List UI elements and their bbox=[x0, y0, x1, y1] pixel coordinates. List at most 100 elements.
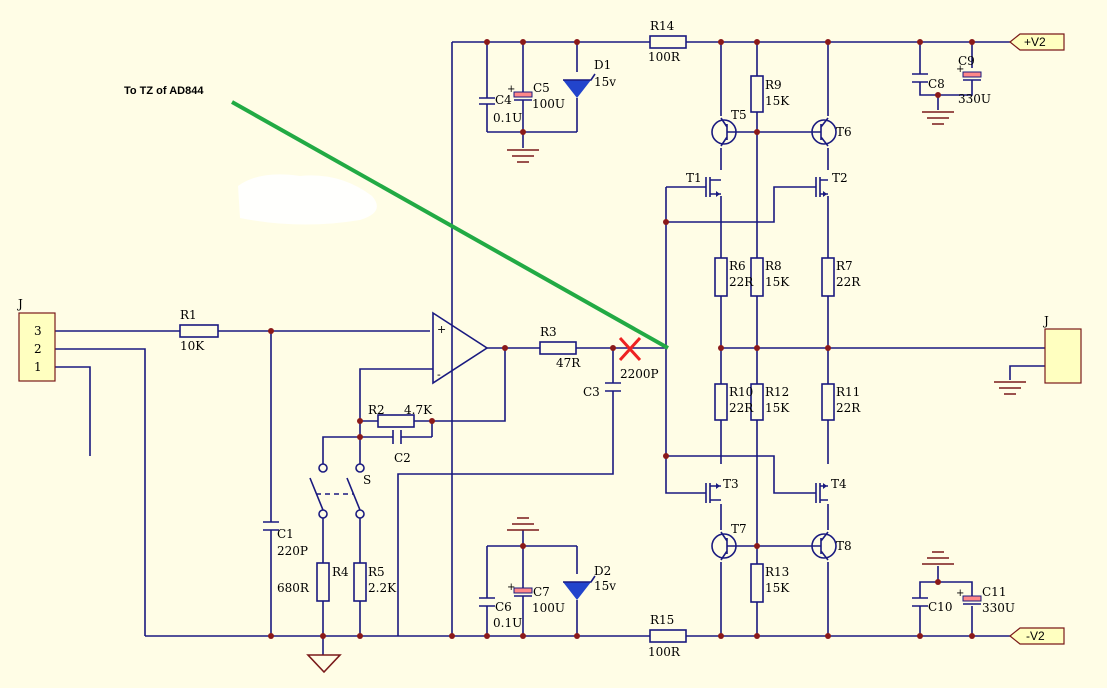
c8-label: C8 bbox=[928, 77, 945, 91]
ground-symbols bbox=[306, 111, 1026, 674]
fet-t3 bbox=[700, 483, 721, 503]
resistor-r6 bbox=[714, 257, 728, 297]
capacitor-c6 bbox=[479, 597, 495, 607]
svg-text:+: + bbox=[956, 588, 964, 599]
c6-value: 0.1U bbox=[493, 616, 522, 630]
r6-label: R6 bbox=[729, 259, 746, 273]
c1-label: C1 bbox=[277, 527, 294, 541]
r15-value: 100R bbox=[648, 645, 681, 659]
capacitor-c3 bbox=[605, 382, 621, 392]
pin2-label: 2 bbox=[34, 342, 42, 356]
resistor-r2 bbox=[377, 414, 415, 428]
resistor-r15 bbox=[649, 629, 687, 643]
d1-value: 15v bbox=[594, 75, 616, 89]
c11-value: 330U bbox=[982, 601, 1015, 615]
t2-label: T2 bbox=[832, 171, 848, 185]
cross-mark bbox=[618, 336, 642, 362]
c9-value: 330U bbox=[958, 92, 991, 106]
r13-value: 15K bbox=[765, 581, 790, 595]
r3-label: R3 bbox=[540, 325, 557, 339]
vpos-port bbox=[1009, 33, 1065, 51]
r9-value: 15K bbox=[765, 94, 790, 108]
resistor-r13 bbox=[750, 563, 764, 603]
vneg-port bbox=[1009, 627, 1065, 645]
t3-label: T3 bbox=[723, 477, 739, 491]
wires bbox=[55, 41, 1045, 655]
c10-label: C10 bbox=[928, 600, 952, 614]
c5-value: 100U bbox=[532, 97, 565, 111]
resistor-r7 bbox=[821, 257, 835, 297]
capacitor-c4 bbox=[479, 97, 495, 105]
c11-label: C11 bbox=[982, 585, 1006, 599]
labels: To TZ of AD844 J 3 2 1 J R1 10K R2 4.7K … bbox=[16, 19, 1049, 659]
c4-label: C4 bbox=[495, 93, 512, 107]
r12-value: 15K bbox=[765, 401, 790, 415]
fet-t4 bbox=[810, 483, 828, 503]
t7-label: T7 bbox=[731, 522, 747, 536]
bjt-t7 bbox=[711, 531, 737, 561]
resistor-r8 bbox=[750, 257, 764, 297]
t5-label: T5 bbox=[731, 108, 747, 122]
capacitor-c7: + bbox=[507, 582, 533, 597]
c3-value: 2200P bbox=[620, 367, 659, 381]
d2-value: 15v bbox=[594, 579, 616, 593]
d2-label: D2 bbox=[594, 564, 611, 578]
resistors bbox=[179, 35, 835, 643]
note-text: To TZ of AD844 bbox=[124, 85, 204, 97]
r7-label: R7 bbox=[836, 259, 853, 273]
resistor-r1 bbox=[179, 324, 219, 338]
conn-in-label: J bbox=[16, 297, 23, 311]
c7-label: C7 bbox=[533, 585, 550, 599]
opamp-minus: - bbox=[437, 368, 441, 381]
c5-label: C5 bbox=[533, 81, 550, 95]
smudge bbox=[238, 174, 377, 225]
capacitor-c10 bbox=[912, 597, 928, 607]
capacitors: + + + + bbox=[263, 64, 982, 607]
input-connector bbox=[18, 312, 56, 382]
c2-label: C2 bbox=[394, 451, 411, 465]
capacitor-c5: + bbox=[507, 84, 533, 101]
t1-label: T1 bbox=[686, 171, 702, 185]
junctions bbox=[268, 39, 975, 639]
r2-value: 4.7K bbox=[404, 403, 433, 417]
resistor-r10 bbox=[714, 383, 728, 421]
vpos-label: +V2 bbox=[1024, 35, 1046, 49]
c3-label: C3 bbox=[583, 385, 600, 399]
r13-label: R13 bbox=[765, 565, 789, 579]
output-connector bbox=[1044, 328, 1082, 384]
r5-value: 2.2K bbox=[368, 581, 397, 595]
r12-label: R12 bbox=[765, 385, 789, 399]
resistor-r5 bbox=[353, 562, 367, 602]
c1-value: 220P bbox=[277, 544, 308, 558]
zener-d2 bbox=[563, 575, 596, 600]
pin1-label: 1 bbox=[34, 360, 42, 374]
c7-value: 100U bbox=[532, 601, 565, 615]
fet-t1 bbox=[700, 177, 721, 197]
bjt-t5 bbox=[711, 117, 737, 147]
opamp-plus: + bbox=[437, 323, 446, 336]
r2-label: R2 bbox=[368, 403, 385, 417]
zener-d1 bbox=[563, 73, 596, 98]
r14-value: 100R bbox=[648, 50, 681, 64]
bjt-t6 bbox=[810, 117, 837, 147]
switch-label: S bbox=[363, 473, 371, 487]
capacitor-c1 bbox=[263, 521, 279, 531]
r6-value: 22R bbox=[729, 275, 754, 289]
resistor-r12 bbox=[750, 383, 764, 421]
t6-label: T6 bbox=[836, 125, 852, 139]
t4-label: T4 bbox=[831, 477, 847, 491]
r1-value: 10K bbox=[180, 339, 205, 353]
fet-t2 bbox=[810, 177, 828, 197]
conn-out-label: J bbox=[1042, 314, 1049, 328]
d1-label: D1 bbox=[594, 58, 611, 72]
capacitor-c8 bbox=[912, 73, 928, 83]
switch-s[interactable] bbox=[309, 463, 365, 519]
svg-text:+: + bbox=[507, 582, 515, 593]
pin3-label: 3 bbox=[34, 324, 42, 338]
r10-value: 22R bbox=[729, 401, 754, 415]
resistor-r3 bbox=[539, 341, 577, 355]
r8-label: R8 bbox=[765, 259, 782, 273]
r4-value: 680R bbox=[277, 581, 310, 595]
capacitor-c11: + bbox=[956, 588, 982, 605]
